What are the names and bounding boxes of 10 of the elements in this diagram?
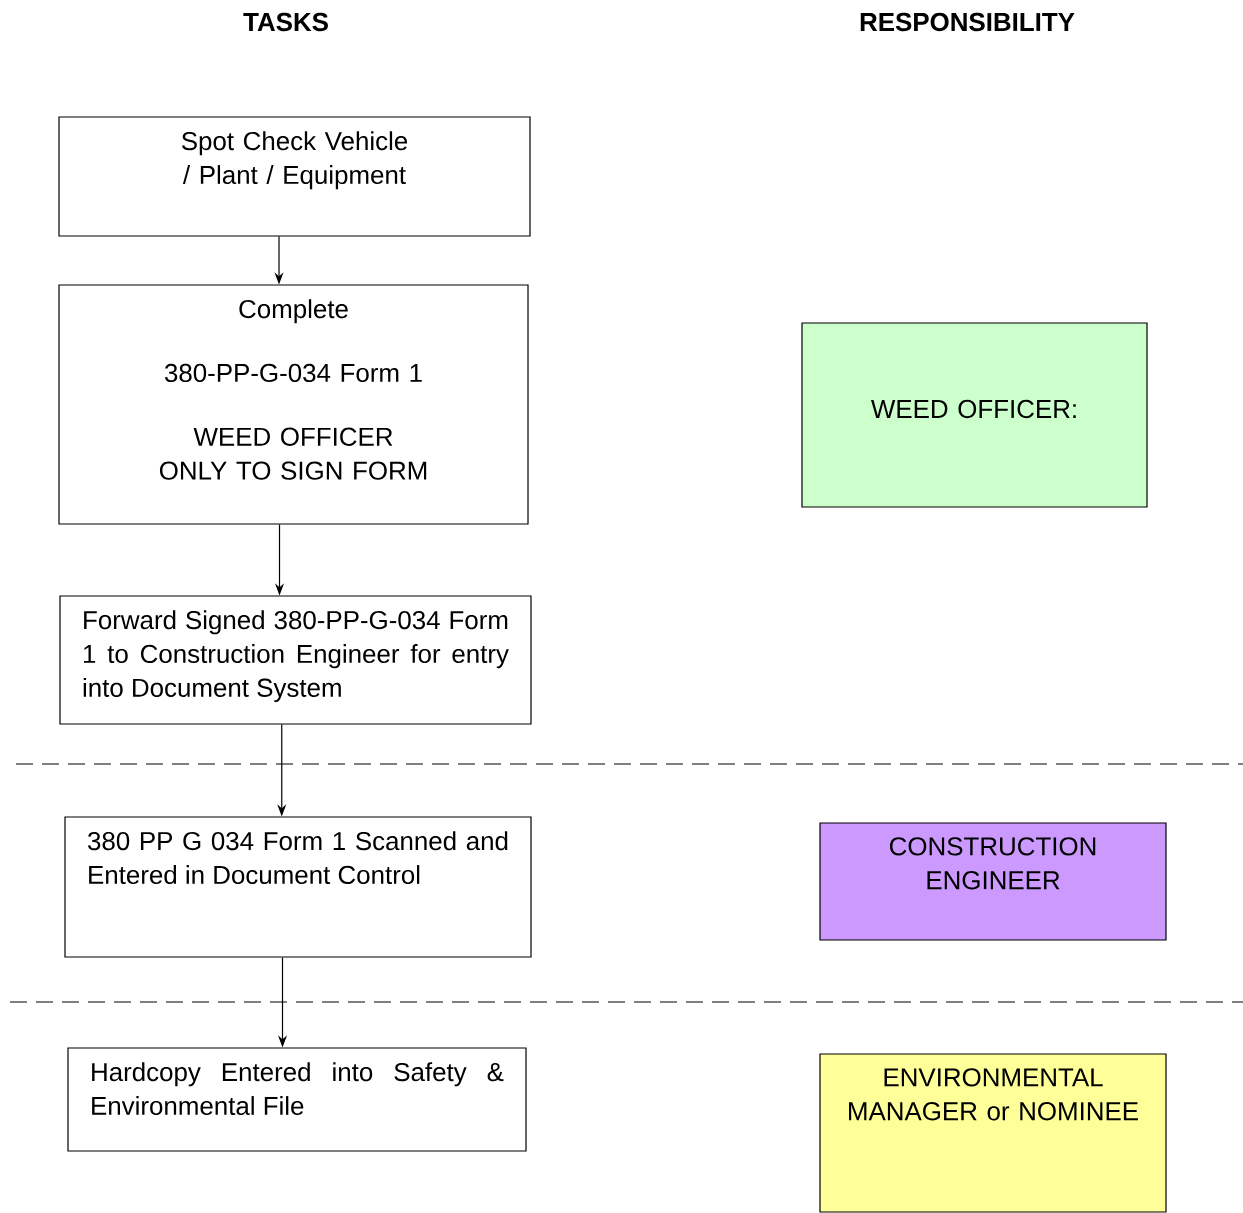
process-box: 380 PP G 034 Form 1 Scanned and Entered in Document Control: [64, 816, 532, 958]
responsibility-box: WEED OFFICER:: [801, 322, 1148, 508]
responsibility-box: CONSTRUCTION ENGINEER: [819, 822, 1167, 941]
process-box: Forward Signed 380-PP-G-034 Form 1 to Construction Engineer for entry into Document System: [59, 595, 532, 725]
column-heading: RESPONSIBILITY: [860, 12, 1075, 32]
process-box: Spot Check Vehicle / Plant / Equipment: [58, 116, 531, 237]
process-box: Complete 380-PP-G-034 Form 1 WEED OFFICER ONLY TO SIGN FORM: [58, 284, 529, 525]
process-box: Hardcopy Entered into Safety & Environmental File: [67, 1047, 527, 1152]
responsibility-box: ENVIRONMENTAL MANAGER or NOMINEE: [819, 1053, 1167, 1213]
column-heading: TASKS: [243, 12, 328, 32]
